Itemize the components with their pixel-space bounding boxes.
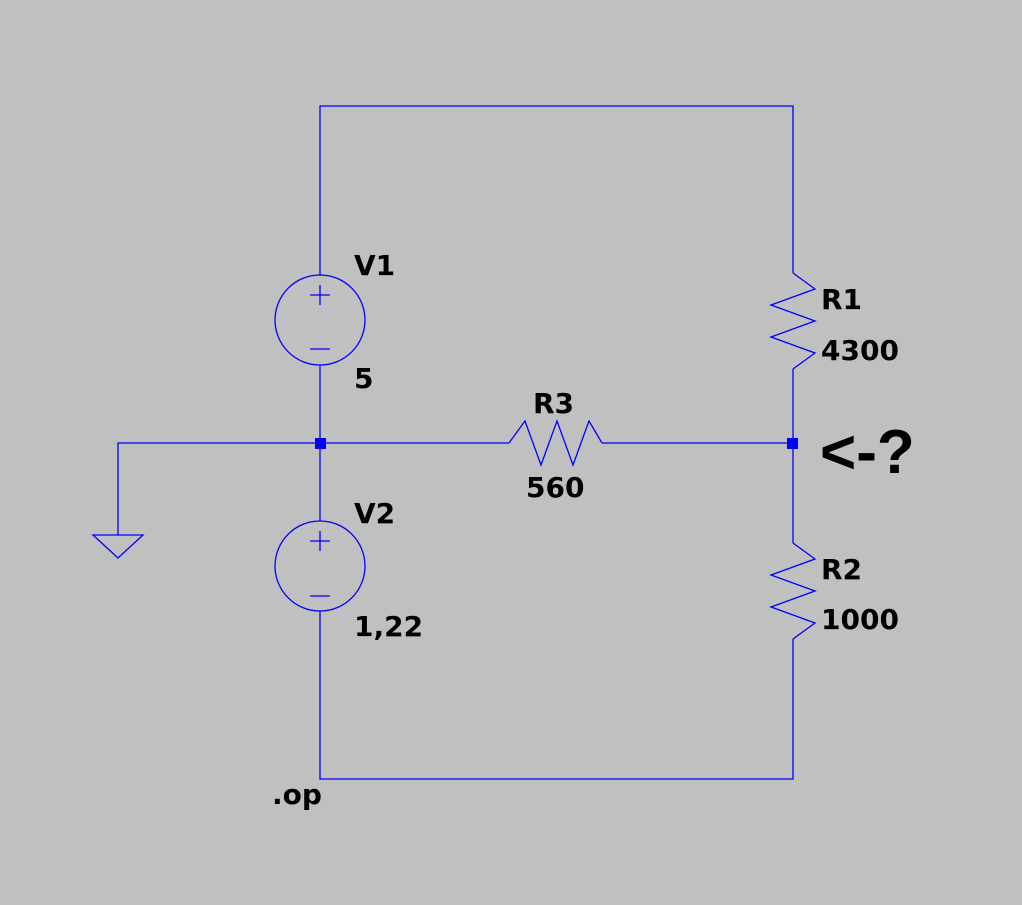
wire-top xyxy=(319,105,794,275)
v1-circle xyxy=(274,274,366,366)
v2-circle xyxy=(274,520,366,612)
r3-value-label: 560 xyxy=(526,471,584,504)
query-annotation: <-? xyxy=(820,418,915,487)
v1-name-label: V1 xyxy=(354,249,395,282)
ground-symbol xyxy=(91,534,145,559)
r1-name-label: R1 xyxy=(821,283,862,316)
v2-name-label: V2 xyxy=(354,497,395,530)
resistor-r2[interactable] xyxy=(769,542,817,640)
resistor-r3[interactable] xyxy=(508,419,603,467)
r3-name-label: R3 xyxy=(533,387,574,420)
junction-left-node xyxy=(315,438,326,449)
r2-value-label: 1000 xyxy=(821,603,899,636)
junction-right-node xyxy=(787,438,798,449)
wire-to-ground xyxy=(117,442,320,535)
r2-name-label: R2 xyxy=(821,553,862,586)
voltage-source-v2[interactable] xyxy=(274,520,366,612)
v2-value-label: 1,22 xyxy=(354,610,423,643)
wires xyxy=(117,105,794,780)
v1-value-label: 5 xyxy=(354,362,373,395)
op-directive[interactable]: .op xyxy=(272,778,322,811)
voltage-source-v1[interactable] xyxy=(274,274,366,366)
resistor-r1[interactable] xyxy=(769,272,817,370)
wire-bottom xyxy=(319,611,794,780)
r1-value-label: 4300 xyxy=(821,334,899,367)
